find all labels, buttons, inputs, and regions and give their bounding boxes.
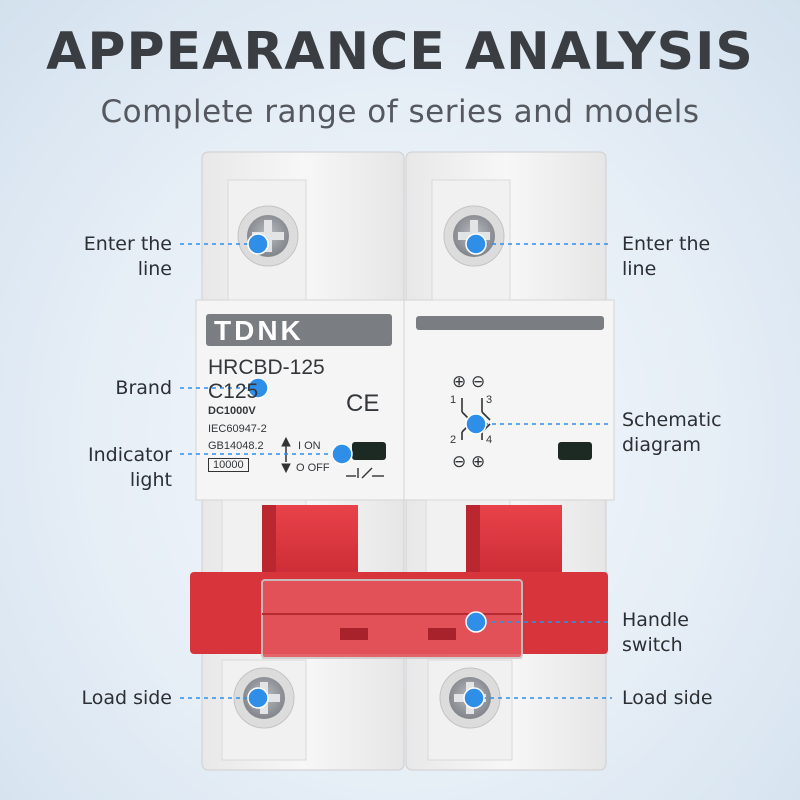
- page-subtitle: Complete range of series and models: [100, 94, 700, 130]
- blank-bar: [416, 316, 604, 330]
- brand-logo: TDNK: [214, 315, 304, 346]
- marker-handle-switch: [465, 611, 487, 633]
- standard-iec: IEC60947-2: [208, 423, 267, 435]
- callout-load-side-left: Load side: [81, 687, 172, 709]
- off-label: O OFF: [296, 462, 330, 474]
- callout-handle-switch: Handle switch: [622, 609, 690, 656]
- red-toggle-left: [262, 505, 358, 585]
- brand-bar: [206, 314, 392, 346]
- marker-load-side-right: [463, 687, 485, 709]
- indicator-window-right: [558, 442, 592, 460]
- marker-load-side-left: [247, 687, 269, 709]
- schematic-terminal-3: 3: [486, 394, 493, 406]
- callout-schematic-diagram: Schematic diagram: [622, 409, 722, 456]
- callout-enter-line-left: Enter the line: [83, 233, 172, 280]
- marker-enter-line-left: [247, 233, 269, 255]
- marker-enter-line-right: [465, 233, 487, 255]
- callout-enter-line-right: Enter the line: [622, 233, 711, 280]
- voltage-rating: DC1000V: [208, 405, 256, 417]
- callout-indicator-light: Indicator light: [88, 444, 172, 491]
- callout-load-side-right: Load side: [622, 687, 713, 709]
- callout-lines: [180, 243, 612, 699]
- ce-mark: CE: [346, 390, 380, 417]
- marker-schematic-diagram: [465, 413, 487, 435]
- schematic-top-symbols: ⊕ ⊖: [452, 372, 486, 391]
- model-number: HRCBD-125: [208, 356, 325, 379]
- schematic-bottom-symbols: ⊖ ⊕: [452, 452, 486, 471]
- schematic-terminal-1: 1: [450, 394, 457, 406]
- indicator-window-left: [352, 442, 386, 460]
- handle-bar: [190, 572, 608, 659]
- marker-indicator-light: [331, 443, 353, 465]
- schematic-terminal-4: 4: [486, 434, 493, 446]
- current-rating: C125: [208, 380, 259, 403]
- standard-gb: GB14048.2: [208, 440, 264, 452]
- switch-symbol: [346, 467, 384, 479]
- red-toggle-right: [466, 505, 562, 585]
- callout-brand: Brand: [115, 377, 172, 399]
- marker-brand: [247, 377, 269, 399]
- breaking-capacity: 10000: [208, 458, 249, 472]
- schematic-terminal-2: 2: [450, 434, 457, 446]
- top-left-screw: [237, 205, 299, 267]
- on-label: I ON: [298, 440, 321, 452]
- page-title: APPEARANCE ANALYSIS: [46, 22, 754, 82]
